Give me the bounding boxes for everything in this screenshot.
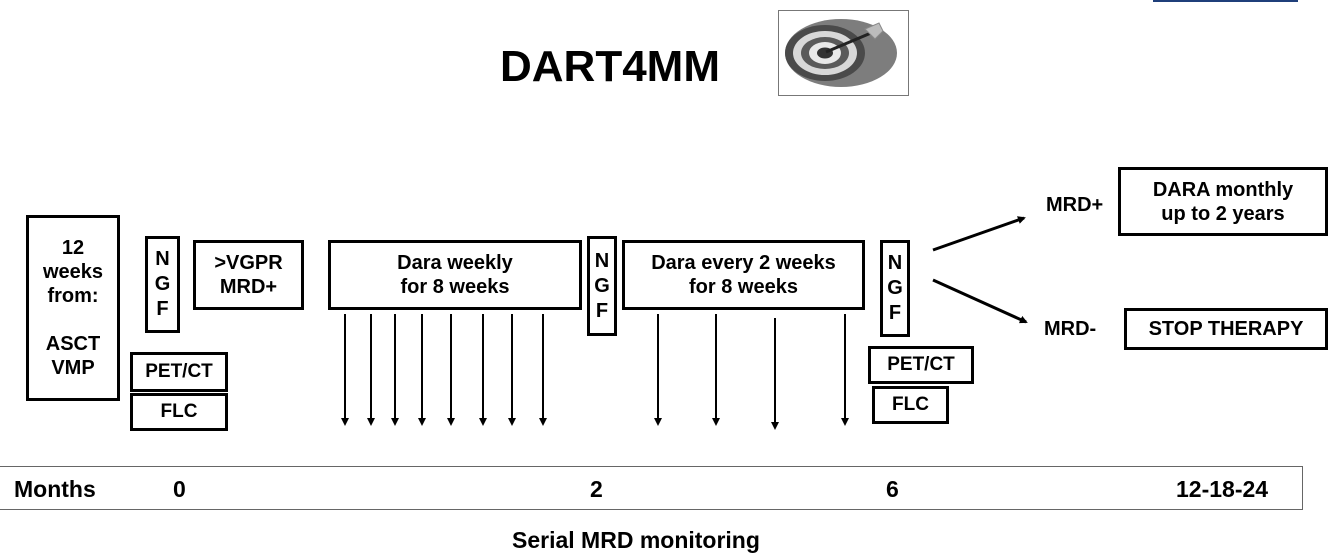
ngf-letter: G — [154, 273, 171, 295]
ngf-letter: F — [595, 299, 609, 322]
pet-ct-box-2: PET/CT — [868, 346, 974, 384]
ngf-letter: N — [594, 249, 610, 272]
ngf-letter: N — [887, 252, 903, 274]
dara-biweekly-box: Dara every 2 weeks for 8 weeks — [622, 240, 865, 310]
start-criteria-box: 12 weeks from: ASCT VMP — [26, 215, 120, 401]
ngf-letter: F — [888, 302, 902, 324]
vgpr-mrd-box: >VGPR MRD+ — [193, 240, 304, 310]
ngf-box-3: N G F — [880, 240, 910, 337]
ngf-letter: N — [155, 248, 170, 270]
ngf-letter: F — [156, 298, 169, 320]
flc-box-2: FLC — [872, 386, 949, 424]
ngf-box-1: N G F — [145, 236, 180, 333]
ngf-box-2: N G F — [587, 236, 617, 336]
timeline-bar — [0, 466, 1303, 510]
pet-ct-box-1: PET/CT — [130, 352, 228, 392]
page-title: DART4MM — [500, 42, 720, 91]
dara-weekly-box: Dara weekly for 8 weeks — [328, 240, 582, 310]
mrd-negative-label: MRD- — [1044, 318, 1097, 340]
mrd-positive-label: MRD+ — [1046, 194, 1104, 216]
timeline-tick: 12-18-24 — [1176, 476, 1269, 502]
target-dart-icon — [778, 10, 909, 96]
timeline-tick: 2 — [590, 476, 603, 502]
flc-box-1: FLC — [130, 393, 228, 431]
ngf-letter: G — [887, 277, 903, 299]
mrd-negative-arrow — [932, 278, 1028, 324]
timeline-tick: 6 — [886, 476, 899, 502]
timeline-tick: 0 — [173, 476, 186, 502]
top-accent-line — [1153, 0, 1298, 2]
ngf-letter: G — [594, 274, 610, 297]
timeline-label: Months — [14, 476, 96, 502]
stop-therapy-box: STOP THERAPY — [1124, 308, 1328, 350]
dara-monthly-box: DARA monthly up to 2 years — [1118, 167, 1328, 236]
mrd-positive-arrow — [932, 216, 1026, 252]
footer-caption: Serial MRD monitoring — [512, 527, 760, 553]
